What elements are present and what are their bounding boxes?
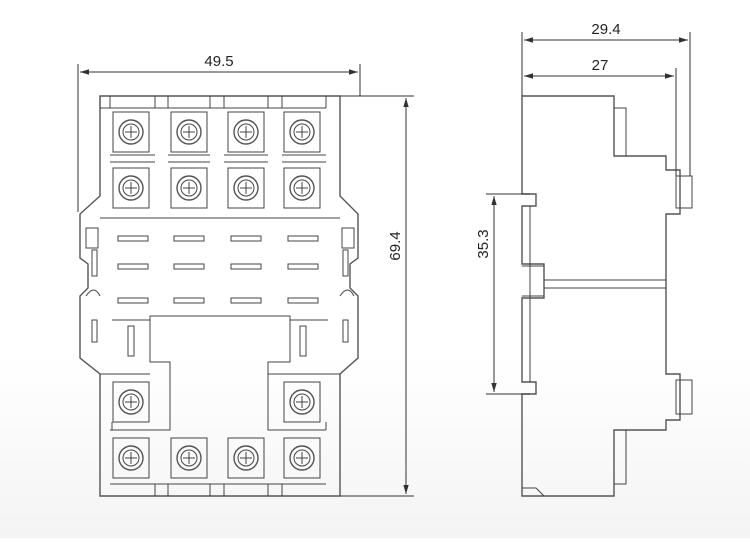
- screw-terminal-icon: [227, 167, 265, 209]
- screw-terminal-icon: [112, 437, 150, 479]
- side-overall-depth-label: 29.4: [591, 21, 620, 38]
- screw-terminal-icon: [227, 437, 265, 479]
- screw-terminal-icon: [227, 111, 265, 153]
- screw-terminal-icon: [283, 167, 321, 209]
- side-view: [521, 86, 693, 497]
- screw-terminals: [112, 111, 321, 479]
- front-view: [79, 95, 359, 497]
- side-body-depth-dimension: 27: [524, 57, 677, 176]
- screw-terminal-icon: [283, 381, 321, 423]
- screw-terminal-icon: [112, 111, 150, 153]
- front-height-label: 69.4: [387, 231, 404, 260]
- front-width-dimension: 49.5: [77, 53, 361, 212]
- screw-terminal-icon: [283, 111, 321, 153]
- screw-terminal-icon: [170, 111, 208, 153]
- side-overall-depth-dimension: 29.4: [521, 21, 691, 176]
- screw-terminal-icon: [283, 437, 321, 479]
- screw-terminal-icon: [170, 167, 208, 209]
- screw-terminal-icon: [112, 167, 150, 209]
- screw-terminal-icon: [170, 437, 208, 479]
- screw-terminal-icon: [112, 381, 150, 423]
- side-body-depth-label: 27: [592, 57, 609, 74]
- front-outline: [79, 95, 359, 497]
- rail-dimension-label: 35.3: [475, 229, 492, 258]
- pin-slots: [117, 235, 319, 304]
- front-width-label: 49.5: [204, 53, 233, 70]
- rail-dimension: 35.3: [475, 193, 530, 395]
- front-height-dimension: 69.4: [340, 95, 414, 497]
